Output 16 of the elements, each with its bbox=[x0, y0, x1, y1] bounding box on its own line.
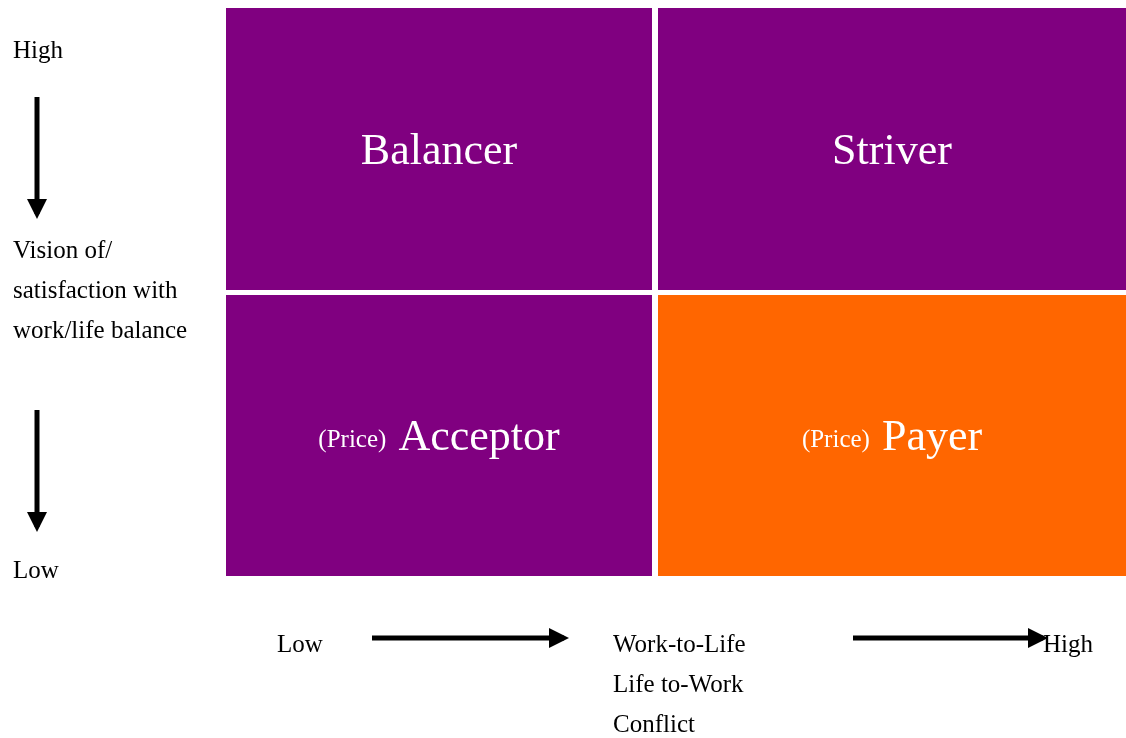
quadrant-title: Balancer bbox=[360, 123, 518, 175]
axis-title: Work-to-Life Life to-Work Conflict bbox=[613, 629, 747, 738]
quadrant-box bbox=[226, 295, 652, 576]
quadrant-qualifier: (Price) bbox=[318, 424, 387, 453]
axis-end-label: High bbox=[1043, 629, 1094, 659]
quadrant-title: Payer bbox=[881, 410, 983, 461]
quadrant-title: Striver bbox=[832, 123, 952, 175]
quadrant-qualifier: (Price) bbox=[801, 424, 870, 453]
axis-end-label: Low bbox=[277, 629, 324, 659]
axis-end-label: High bbox=[13, 35, 64, 65]
quadrant-title: Acceptor bbox=[398, 410, 560, 461]
axis-title: Vision of/ satisfaction with work/life balance bbox=[13, 235, 189, 345]
quadrant-box bbox=[226, 8, 652, 290]
axis-end-label: Low bbox=[13, 555, 60, 585]
quadrant-box bbox=[658, 8, 1126, 290]
quadrant-box bbox=[658, 295, 1126, 576]
